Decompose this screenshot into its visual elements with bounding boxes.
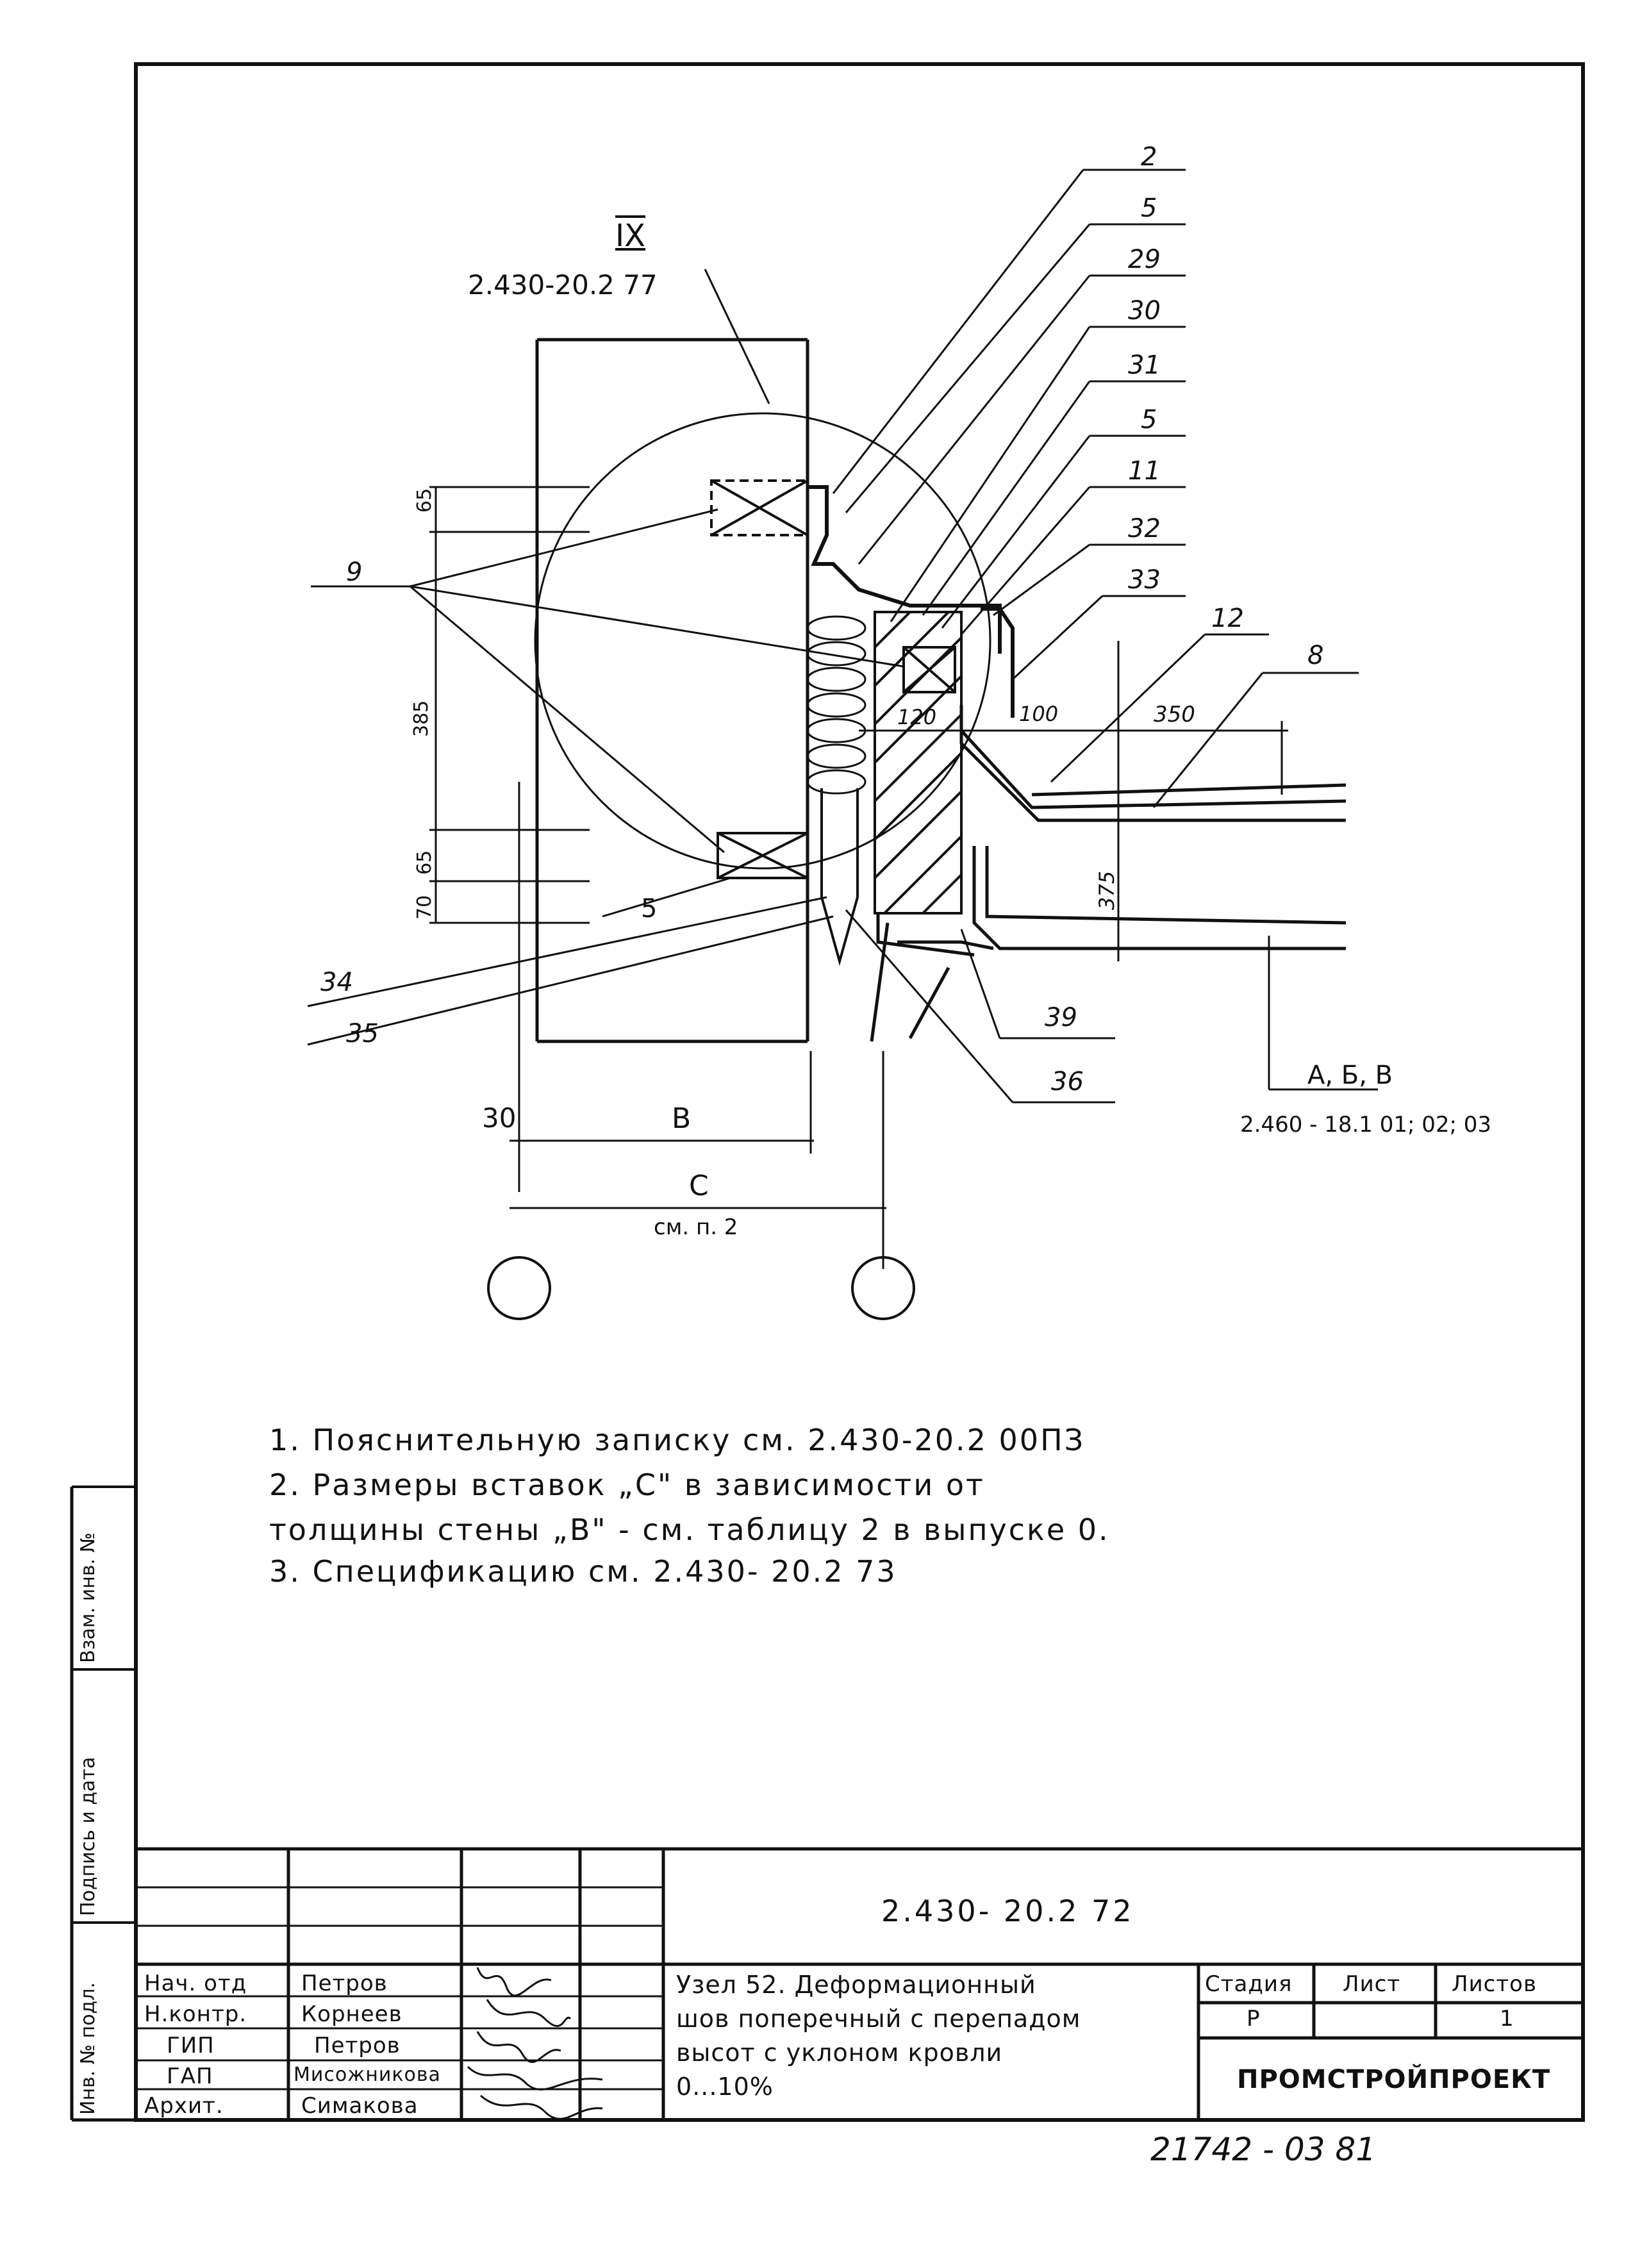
axis-marker-left <box>487 1256 551 1320</box>
dim-120: 120 <box>897 705 937 729</box>
name-1: Петров <box>301 1971 388 1996</box>
leader-label-11: 11 <box>1128 456 1161 486</box>
leader-label-31: 31 <box>1128 351 1161 380</box>
axis-marker-right <box>851 1256 915 1320</box>
flashing-profile <box>809 485 1015 718</box>
note-1: 1. Пояснительную записку см. 2.430-20.2 … <box>269 1423 1086 1457</box>
label-36: 36 <box>1051 1067 1084 1097</box>
title-line-1: Узел 52. Деформационный <box>676 1971 1036 1999</box>
dim-350: 350 <box>1154 702 1195 727</box>
leader-label-30: 30 <box>1128 296 1161 326</box>
role-2: Н.контр. <box>144 2001 247 2027</box>
wall-section <box>535 338 809 1043</box>
note-3: 3. Спецификацию см. 2.430- 20.2 73 <box>269 1554 897 1589</box>
dim-C: C <box>689 1170 709 1202</box>
sheets-header: Листов <box>1452 1971 1538 1997</box>
role-5: Архит. <box>144 2093 224 2119</box>
callout-roman: IX <box>615 218 646 254</box>
title-line-2: шов поперечный с перепадом <box>676 2005 1081 2033</box>
insulation-fill <box>806 615 866 795</box>
leader-label-32: 32 <box>1128 514 1161 543</box>
leader-label-5: 5 <box>1141 194 1157 223</box>
title-line-4: 0...10% <box>676 2073 774 2101</box>
role-3: ГИП <box>167 2033 215 2058</box>
dim-30: 30 <box>482 1102 517 1134</box>
name-2: Корнеев <box>301 2001 402 2027</box>
dimension-lines <box>429 486 1378 1269</box>
label-9: 9 <box>346 558 363 587</box>
role-1: Нач. отд <box>144 1971 247 1996</box>
role-4: ГАП <box>167 2064 213 2089</box>
stage-value: Р <box>1247 2006 1261 2032</box>
axis-letters: А, Б, В <box>1307 1061 1393 1090</box>
label-5-left: 5 <box>641 894 658 923</box>
label-39: 39 <box>1045 1003 1077 1032</box>
leader-label-29: 29 <box>1128 245 1161 274</box>
leader-label-33: 33 <box>1128 565 1161 595</box>
sheet-header: Лист <box>1343 1971 1401 1997</box>
leader-label-8: 8 <box>1307 641 1324 670</box>
sheet-frame <box>134 62 1585 2122</box>
leader-lines <box>307 169 1359 1104</box>
dim-100: 100 <box>1019 702 1059 726</box>
parapet-section <box>874 611 963 915</box>
sheets-value: 1 <box>1500 2006 1514 2032</box>
label-34: 34 <box>320 968 353 997</box>
leader-label-12: 12 <box>1211 604 1244 633</box>
stage-header: Стадия <box>1205 1971 1293 1997</box>
leader-label-5b: 5 <box>1141 405 1157 435</box>
detail-circle <box>534 412 991 870</box>
dim-B: B <box>672 1102 692 1135</box>
note-2: 2. Размеры вставок „С" в зависимости от <box>269 1468 985 1502</box>
label-35: 35 <box>346 1019 379 1048</box>
footer-number: 21742 - 03 81 <box>1150 2131 1377 2168</box>
organization: ПРОМСТРОЙПРОЕКТ <box>1237 2065 1551 2094</box>
callout-ref: 2.430-20.2 77 <box>468 269 658 301</box>
roof-layers <box>870 705 1347 1042</box>
note-2-cont: толщины стены „В" - см. таблицу 2 в выпу… <box>269 1512 1110 1547</box>
name-5: Симакова <box>301 2093 419 2119</box>
name-3: Петров <box>314 2033 401 2058</box>
insert-blocks <box>710 479 956 879</box>
leader-label-2: 2 <box>1141 142 1157 172</box>
doc-code: 2.430- 20.2 72 <box>881 1894 1134 1928</box>
dim-C-note: см. п. 2 <box>654 1214 738 1240</box>
axis-doc-ref: 2.460 - 18.1 01; 02; 03 <box>1240 1112 1492 1138</box>
title-line-3: высот с уклоном кровли <box>676 2039 1003 2067</box>
name-4: Мисожникова <box>294 2064 441 2086</box>
